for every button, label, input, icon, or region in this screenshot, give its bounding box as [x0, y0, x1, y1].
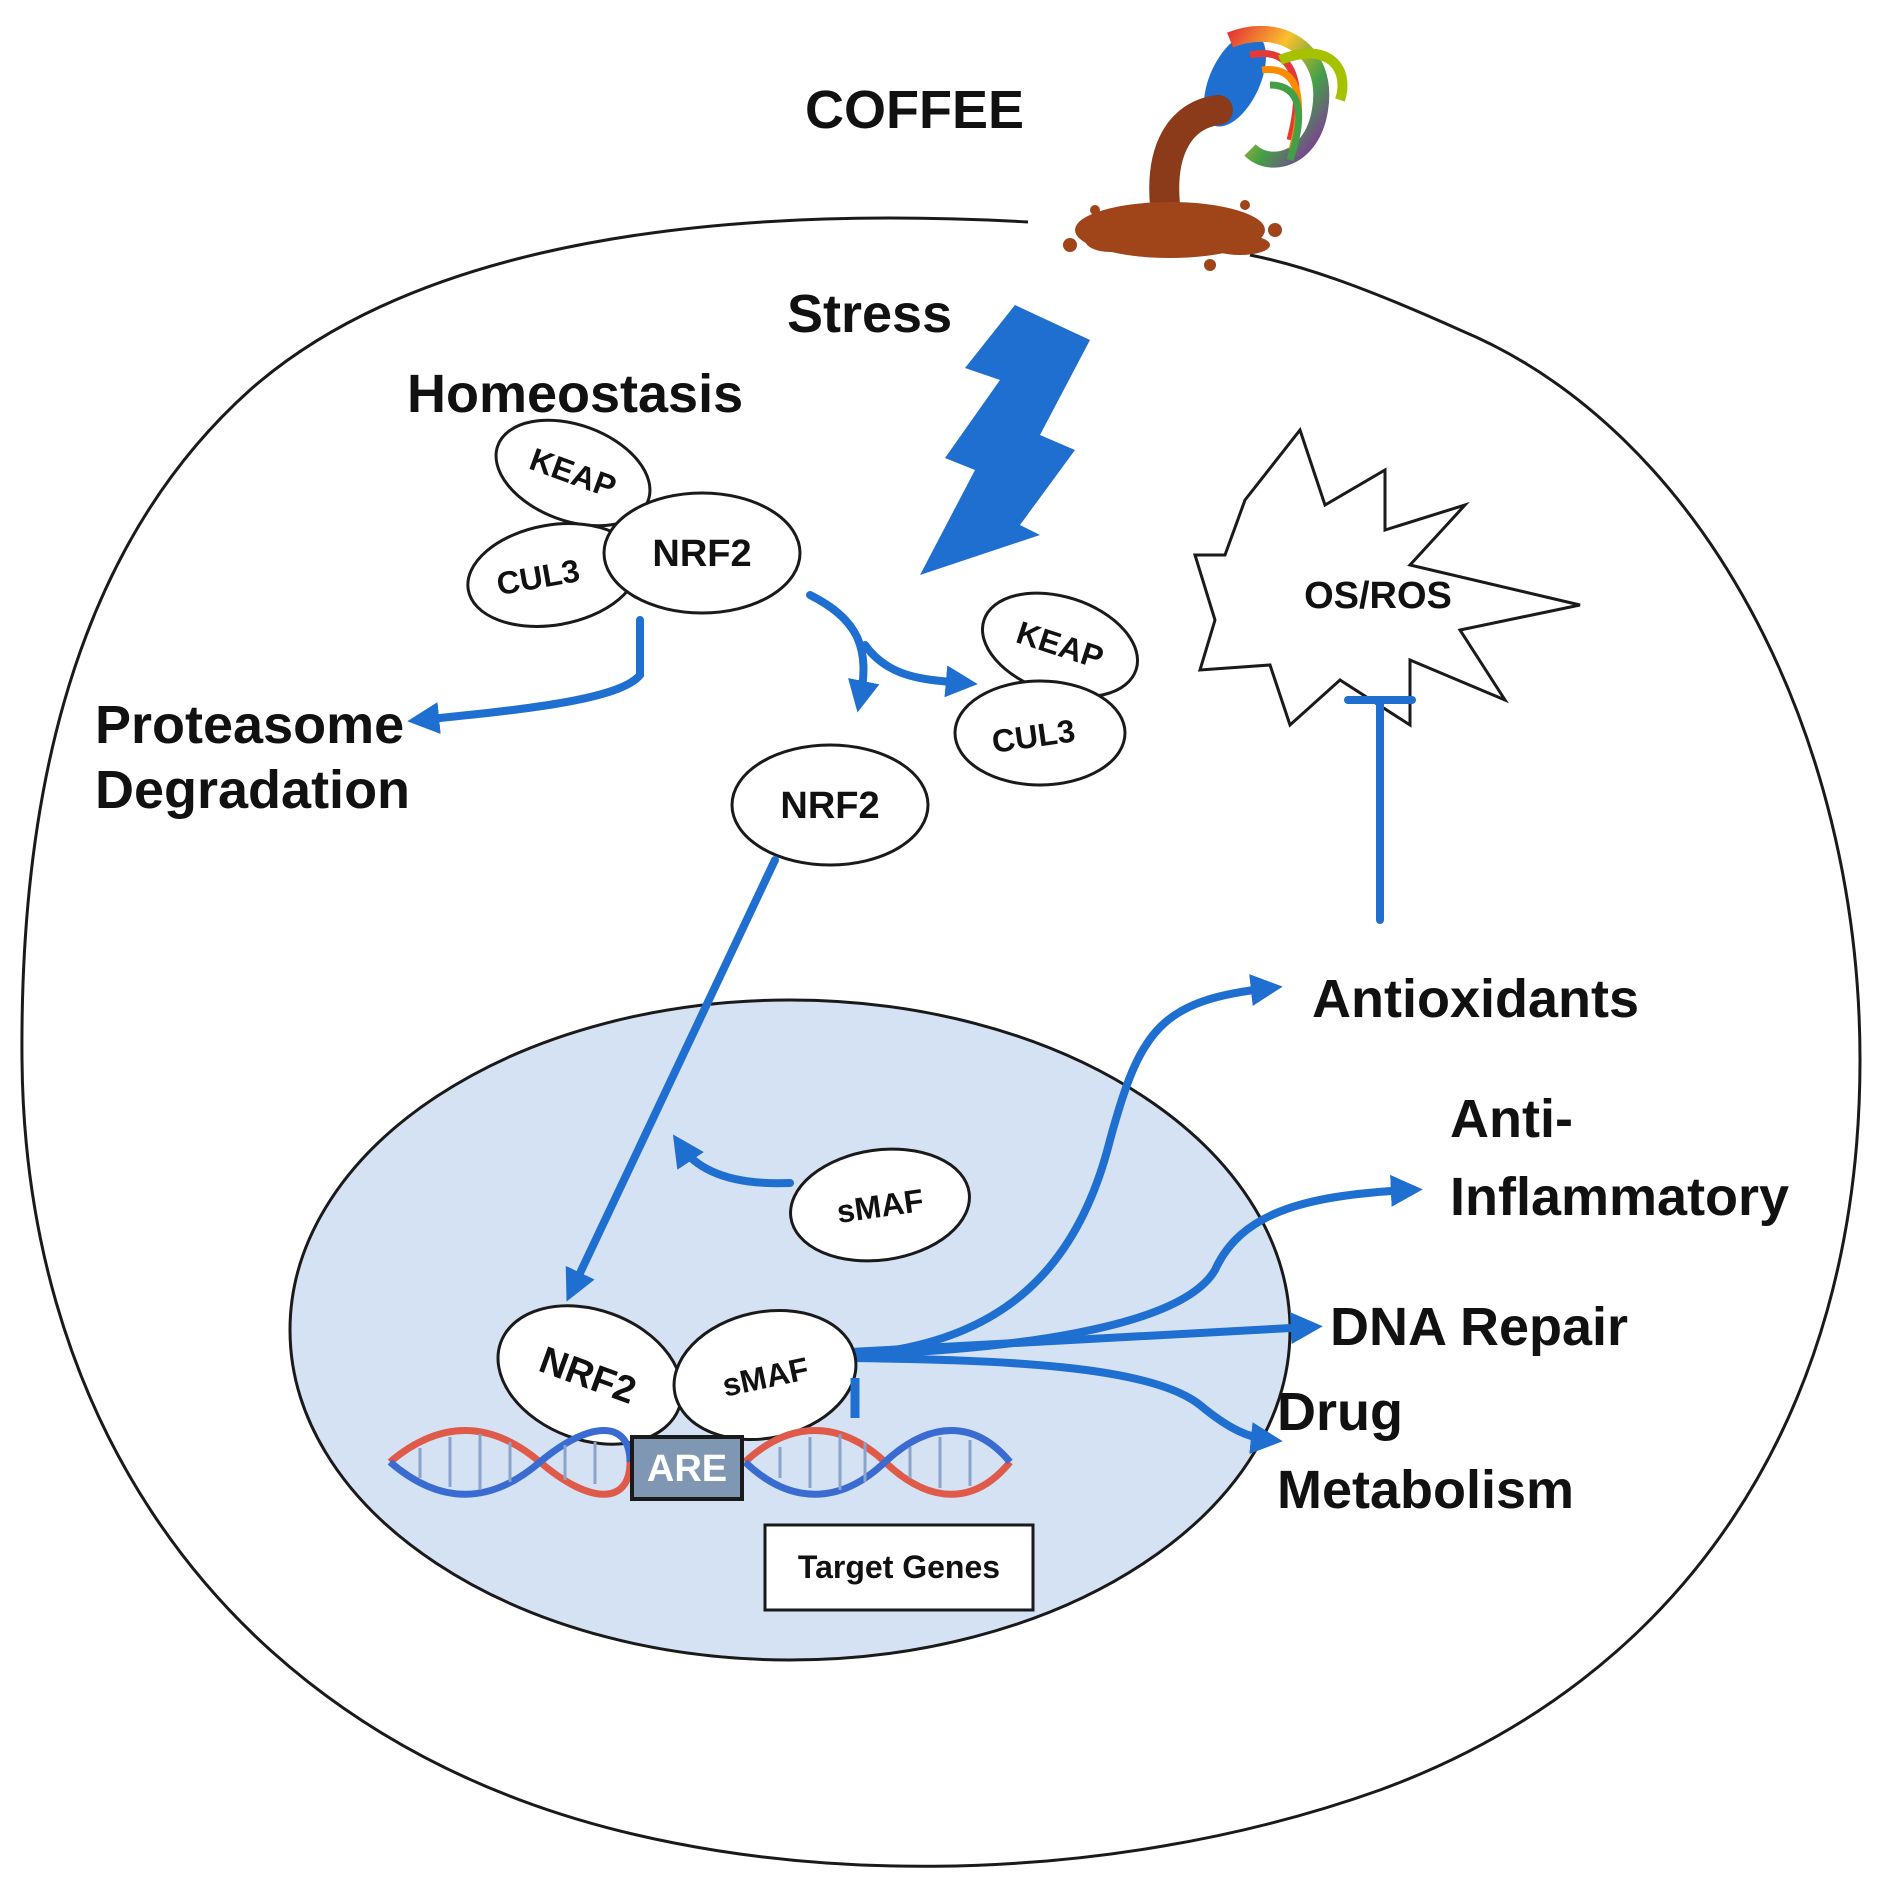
degradation-label: Degradation: [95, 760, 410, 820]
proteasome-label: Proteasome: [95, 695, 404, 755]
are-element: ARE: [630, 1435, 744, 1501]
os-ros-burst: OS/ROS: [1192, 426, 1581, 728]
antioxidants-arrow: [846, 974, 1283, 1359]
dna-repair-arrow: [846, 1312, 1323, 1356]
svg-text:NRF2: NRF2: [652, 533, 751, 575]
drug-label: Drug: [1277, 1382, 1403, 1442]
keap-protein-top: KEAP: [494, 418, 652, 528]
keap-protein-right: KEAP: [980, 591, 1140, 699]
nrf2-to-nucleus-arrow: [565, 856, 779, 1302]
svg-text:Target Genes: Target Genes: [798, 1549, 1000, 1585]
target-genes-box: Target Genes: [763, 1523, 1035, 1612]
lightning-bolt-icon: [920, 305, 1090, 575]
dna-helix-icon: [387, 1427, 1013, 1498]
homeostasis-label: Homeostasis: [407, 364, 743, 424]
os-ros-label: OS/ROS: [1304, 575, 1452, 617]
coffee-label: COFFEE: [805, 80, 1024, 140]
stress-label: Stress: [787, 284, 952, 344]
nrf2-protein-free: NRF2: [730, 743, 930, 867]
smaf-join-arrow: [672, 1134, 794, 1188]
release-arrow-right: [861, 641, 978, 698]
cell-membrane: [20, 216, 1862, 1868]
anti-label: Anti-: [1450, 1089, 1573, 1149]
svg-text:ARE: ARE: [647, 1448, 727, 1490]
dna-repair-label: DNA Repair: [1330, 1297, 1628, 1357]
nrf2-protein-top: NRF2: [602, 491, 802, 615]
release-arrow-down: [806, 591, 880, 713]
coffee-cup-icon: [1063, 25, 1348, 271]
inflammatory-label: Inflammatory: [1450, 1167, 1789, 1227]
smaf-protein-bound: sMAF: [672, 1308, 858, 1442]
svg-text:NRF2: NRF2: [780, 785, 879, 827]
cul3-protein-right: CUL3: [953, 679, 1127, 787]
nrf2-protein-bound: NRF2: [496, 1304, 684, 1446]
smaf-protein-free: sMAF: [789, 1147, 971, 1263]
proteasome-arrow: [407, 616, 644, 735]
antioxidants-label: Antioxidants: [1312, 969, 1639, 1029]
drug-metabolism-arrow: [846, 1354, 1283, 1455]
metabolism-label: Metabolism: [1277, 1460, 1574, 1520]
